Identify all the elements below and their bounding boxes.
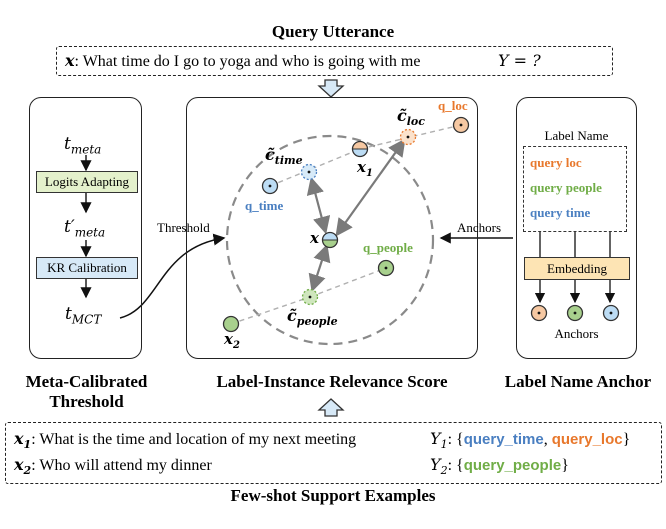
logits-adapting-box: Logits Adapting xyxy=(36,171,138,193)
relevance-panel xyxy=(186,97,478,359)
c-people-point xyxy=(301,288,319,306)
t-mct: tMCT xyxy=(65,304,102,327)
t-meta: tmeta xyxy=(64,134,102,157)
query-text: x: What time do I go to yoga and who is … xyxy=(65,51,421,70)
c-people-label: c̃people xyxy=(287,306,338,329)
label-query-time: query time xyxy=(530,205,591,220)
q-people-label: q_people xyxy=(363,240,413,255)
c-time-point xyxy=(300,163,318,181)
embedding-box: Embedding xyxy=(524,257,630,280)
query-utterance: What time do I go to yoga and who is goi… xyxy=(82,53,421,70)
x1-point xyxy=(351,140,369,158)
c-loc-label: c̃loc xyxy=(397,106,425,129)
support-label-1: Y1: {query_time, query_loc} xyxy=(430,429,631,452)
support-example-2: x2: Who will attend my dinner xyxy=(14,455,212,478)
threshold-ellipse xyxy=(225,134,435,346)
label-name-box xyxy=(523,146,627,232)
x1-label: x1 xyxy=(357,158,373,179)
query-title: Query Utterance xyxy=(271,22,395,41)
support-label-2: Y2: {query_people} xyxy=(430,455,569,478)
meta-calibrated-panel xyxy=(29,97,142,359)
query-label: Y = ? xyxy=(498,51,541,70)
arrow-x-cpeople xyxy=(308,243,331,293)
x2-label: x2 xyxy=(224,330,240,351)
x-query-point xyxy=(321,231,339,249)
arrow-x-cloc xyxy=(335,138,406,237)
anchors-caption-small: Anchors xyxy=(554,326,599,341)
threshold-label: Threshold xyxy=(157,220,210,235)
q-people-point xyxy=(377,259,395,277)
c-loc-point xyxy=(399,128,417,146)
q-loc-point xyxy=(452,116,470,134)
meta-calibrated-caption: Meta-Calibrated Threshold xyxy=(25,372,148,411)
q-time-point xyxy=(261,177,279,195)
x2-point xyxy=(222,315,240,333)
c-time-label: c̃time xyxy=(265,145,303,168)
label-name-anchor-panel xyxy=(516,97,637,359)
arrow-x-ctime xyxy=(306,176,331,235)
q-loc-label: q_loc xyxy=(438,98,468,113)
x-label: x xyxy=(310,229,319,247)
label-query-people: query people xyxy=(530,180,602,195)
anchor-circle-people xyxy=(566,304,584,322)
query-box: x: What time do I go to yoga and who is … xyxy=(56,46,613,76)
support-example-1: x1: What is the time and location of my … xyxy=(14,429,357,452)
label-name-anchor-caption: Label Name Anchor xyxy=(504,372,652,391)
label-query-loc: query loc xyxy=(530,155,582,170)
relevance-caption: Label-Instance Relevance Score xyxy=(216,372,448,391)
kr-calibration-box: KR Calibration xyxy=(36,257,138,279)
label-name-title: Label Name xyxy=(544,128,609,143)
query-down-arrow xyxy=(317,79,345,98)
support-box: x1: What is the time and location of my … xyxy=(5,422,662,484)
q-time-label: q_time xyxy=(245,198,284,213)
anchor-circle-time xyxy=(602,304,620,322)
support-title: Few-shot Support Examples xyxy=(230,486,436,505)
t-meta-prime: t′meta xyxy=(64,217,106,240)
anchor-circle-loc xyxy=(530,304,548,322)
threshold-curve-arrow xyxy=(119,233,226,319)
anchors-label: Anchors xyxy=(457,220,502,235)
support-up-arrow xyxy=(317,398,345,417)
query-x-symbol: x xyxy=(65,51,75,70)
